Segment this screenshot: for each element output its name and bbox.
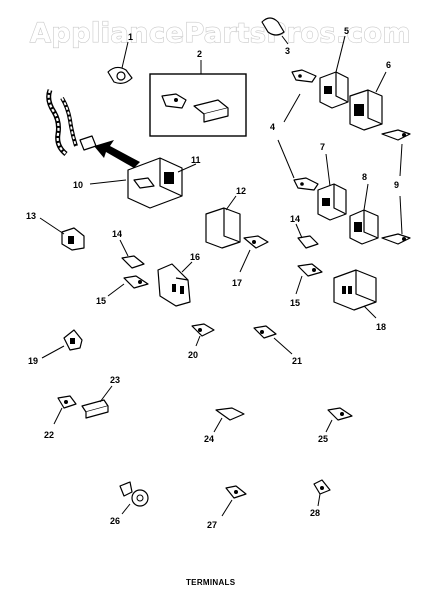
part-8-connector[interactable] [349,183,379,245]
callout-27: 27 [207,520,217,530]
callout-6: 6 [386,60,391,70]
part-3-clip[interactable] [261,17,289,45]
part-18-connector[interactable] [333,269,377,319]
callout-2: 2 [197,49,202,59]
callout-4: 4 [270,122,275,132]
diagram-title: TERMINALS [186,578,236,587]
callout-14b: 14 [290,214,300,224]
part-28-terminal[interactable] [313,479,331,507]
pointer-arrow [94,140,140,168]
part-25-terminal[interactable] [325,407,353,433]
callout-13: 13 [26,211,36,221]
watermark: AppliancePartsPros.com [30,18,411,49]
callout-15b: 15 [290,298,300,308]
callout-8: 8 [362,172,367,182]
callout-7: 7 [320,142,325,152]
leader-10 [89,179,127,185]
callout-28: 28 [310,508,320,518]
part-4-terminal-upper[interactable] [283,69,317,123]
part-9-pin-upper[interactable] [381,129,411,177]
part-6-connector[interactable] [349,71,387,131]
callout-23: 23 [110,375,120,385]
part-21-terminal[interactable] [253,325,293,355]
part-22-terminal[interactable] [53,395,77,425]
callout-5: 5 [344,26,349,36]
callout-11: 11 [191,155,201,165]
callout-26: 26 [110,516,120,526]
part-2-kit[interactable] [149,60,247,137]
part-9-pin-lower[interactable] [381,195,411,245]
part-24-terminal[interactable] [213,407,245,433]
wire-harness[interactable] [46,89,97,156]
part-27-terminal[interactable] [221,485,247,517]
callout-3: 3 [285,46,290,56]
part-7-connector[interactable] [317,153,347,221]
part-12-connector[interactable] [205,195,241,249]
part-19-terminal[interactable] [41,329,83,359]
part-17-pin[interactable] [239,235,269,273]
part-14-terminal-left[interactable] [119,239,145,269]
part-15-terminal-left[interactable] [107,275,149,297]
callout-16: 16 [190,252,200,262]
part-5-connector[interactable] [319,35,349,109]
callout-20: 20 [188,350,198,360]
part-14-terminal-right[interactable] [295,223,319,249]
part-26-ring-terminal[interactable] [119,481,149,515]
callout-21: 21 [292,356,302,366]
callout-9: 9 [394,180,399,190]
callout-10: 10 [73,180,83,190]
callout-25: 25 [318,434,328,444]
callout-24: 24 [204,434,214,444]
callout-19: 19 [28,356,38,366]
callout-14: 14 [112,229,122,239]
part-4-terminal-lower[interactable] [277,139,319,191]
callout-18: 18 [376,322,386,332]
callout-15: 15 [96,296,106,306]
callout-17: 17 [232,278,242,288]
callout-1: 1 [128,32,133,42]
callout-22: 22 [44,430,54,440]
part-15-terminal-right[interactable] [295,263,323,295]
part-1-clamp[interactable] [107,41,133,84]
part-11-connector-assembly[interactable] [127,157,197,209]
callout-12: 12 [236,186,246,196]
part-23-insulator[interactable] [81,385,113,419]
part-20-terminal[interactable] [191,323,215,347]
part-13-bracket[interactable] [39,217,85,251]
part-16-housing[interactable] [157,261,193,307]
